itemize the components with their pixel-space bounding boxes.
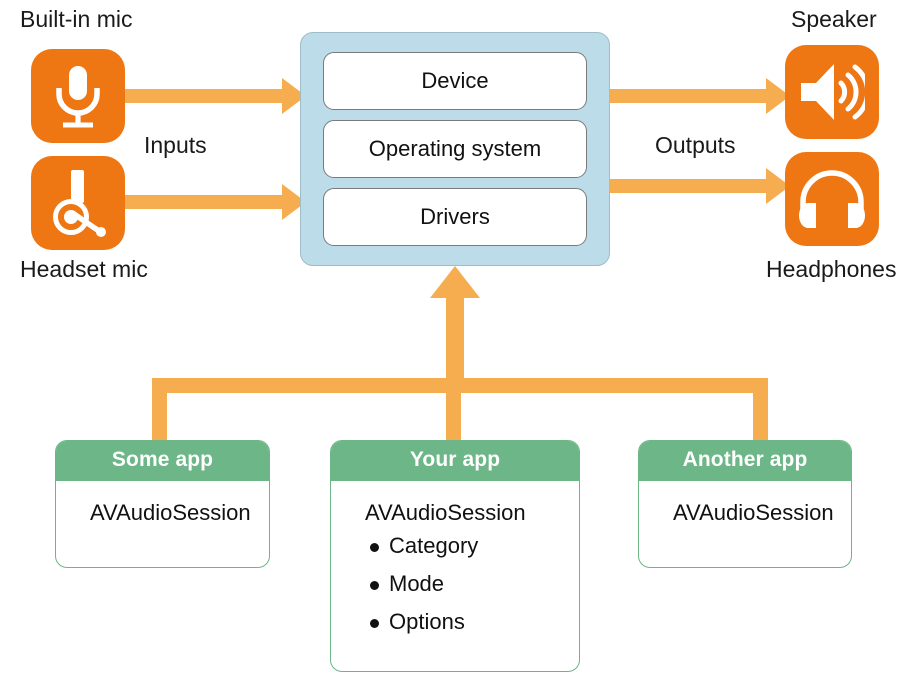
input-arrow-top xyxy=(124,78,306,114)
app-stem-another-app xyxy=(753,378,768,446)
headphones-label: Headphones xyxy=(766,256,897,282)
built-in-mic-tile[interactable] xyxy=(31,49,125,143)
app-card-body: AVAudioSession xyxy=(56,481,269,567)
headset-mic-icon xyxy=(46,169,110,237)
app-property-category: Category xyxy=(370,535,579,557)
output-arrow-bottom xyxy=(610,168,790,204)
headset-mic-tile[interactable] xyxy=(31,156,125,250)
speaker-label: Speaker xyxy=(791,6,877,32)
app-property-options: Options xyxy=(370,611,579,633)
app-card-some-app[interactable]: Some app AVAudioSession xyxy=(55,440,270,568)
input-arrow-bottom xyxy=(124,184,306,220)
app-card-body: AVAudioSession xyxy=(639,481,851,567)
app-card-header: Another app xyxy=(639,441,851,481)
built-in-mic-label: Built-in mic xyxy=(20,6,133,32)
app-property-mode: Mode xyxy=(370,573,579,595)
speaker-tile[interactable] xyxy=(785,45,879,139)
outputs-flow-label: Outputs xyxy=(655,132,736,158)
app-stem-your-app xyxy=(446,378,461,446)
app-card-header: Your app xyxy=(331,441,579,481)
app-card-another-app[interactable]: Another app AVAudioSession xyxy=(638,440,852,568)
microphone-icon xyxy=(48,63,108,129)
system-stack: Device Operating system Drivers xyxy=(300,32,610,266)
app-session-name: AVAudioSession xyxy=(365,500,526,525)
headphones-icon xyxy=(798,168,866,230)
app-stem-some-app xyxy=(152,378,167,446)
app-session-name: AVAudioSession xyxy=(90,500,251,525)
app-card-header: Some app xyxy=(56,441,269,481)
app-card-your-app[interactable]: Your app AVAudioSession Category Mode Op… xyxy=(330,440,580,672)
apps-to-stack-arrow xyxy=(430,266,480,390)
app-card-body: AVAudioSession Category Mode Options xyxy=(331,481,579,671)
inputs-flow-label: Inputs xyxy=(144,132,207,158)
stack-layer-operating-system[interactable]: Operating system xyxy=(323,120,587,178)
speaker-waves-icon xyxy=(799,61,865,123)
headset-mic-label: Headset mic xyxy=(20,256,148,282)
stack-layer-drivers[interactable]: Drivers xyxy=(323,188,587,246)
app-session-properties: Category Mode Options xyxy=(331,535,579,633)
app-session-name: AVAudioSession xyxy=(673,500,834,525)
headphones-tile[interactable] xyxy=(785,152,879,246)
stack-layer-device[interactable]: Device xyxy=(323,52,587,110)
output-arrow-top xyxy=(610,78,790,114)
